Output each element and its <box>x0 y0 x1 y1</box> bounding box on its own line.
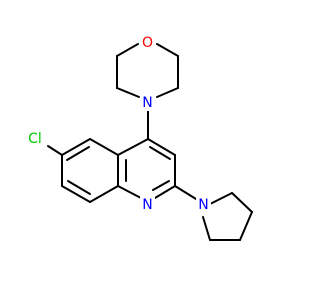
bond-o-c1 <box>116 43 139 57</box>
bond-c6-cl <box>47 145 63 156</box>
bond-c4-c3 <box>147 138 176 156</box>
atom-labels: O N N N Cl <box>23 33 211 213</box>
bond-c4-n <box>156 87 179 98</box>
chlorine-atom-label: Cl <box>28 131 42 147</box>
bond-n1-c8a <box>117 185 142 199</box>
morpholine-nitrogen-atom-label: N <box>142 95 152 111</box>
bond-c4-c3-double <box>149 146 171 160</box>
chlorine-atom-background <box>23 129 47 147</box>
bond-c2-n1-double <box>152 180 170 191</box>
quinoline-nitrogen-atom-label: N <box>142 197 152 213</box>
bond-c2-n1 <box>154 185 176 199</box>
quinoline-nitrogen-atom-background <box>140 195 155 213</box>
bond-c4-c4a <box>117 138 149 156</box>
bond-c7-c8 <box>61 185 91 203</box>
oxygen-atom-background <box>140 33 155 51</box>
bond-c5-c6-double <box>66 146 90 161</box>
bond-o-c2 <box>156 43 179 57</box>
bond-cb-cc <box>239 211 253 241</box>
oxygen-atom-label: O <box>142 35 153 51</box>
bonds <box>47 43 253 241</box>
bond-c4a-c5 <box>89 138 119 156</box>
pyrrolidine-nitrogen-atom-label: N <box>198 197 208 213</box>
bond-c5-c6 <box>61 138 91 156</box>
morpholine-nitrogen-atom-background <box>140 93 155 111</box>
bond-c3-n <box>116 87 140 98</box>
bond-c8-c8a <box>89 185 119 203</box>
bond-npyr-ca <box>209 192 233 205</box>
bond-c2-npyr <box>174 185 197 200</box>
molecule-structure-diagram: O N N N Cl <box>23 33 253 241</box>
bond-ca-cb <box>231 192 253 213</box>
bond-c7-c8-double <box>67 180 91 195</box>
bond-npyr-cd <box>202 216 211 241</box>
pyrrolidine-nitrogen-atom-background <box>196 195 211 213</box>
